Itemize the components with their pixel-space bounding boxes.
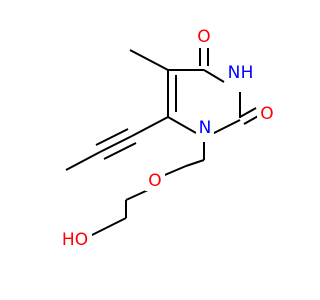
label-bg-nh [226,62,256,84]
bond-ch2-ch2-b [105,217,127,229]
oxygen-label-ether: O [148,171,161,191]
nitrogen-label-ring: N [199,118,212,138]
bond-c2-o-a [239,107,257,118]
atom-labels: O N H O N O HO [58,27,277,251]
bond-c2-n1 [211,119,241,135]
hydrogen-label-nh: H [241,63,254,83]
bond-n1-c6 [167,116,197,134]
bond-ch2-oh [89,227,107,237]
molecule-structure: O N H O N O HO [58,27,277,251]
bond-c5-methyl [129,49,169,71]
bond-o-ch2 [125,189,149,201]
label-bg-o-top [194,28,214,48]
hydroxyl-label: HO [62,230,88,250]
label-bg-ho [58,229,92,251]
bond-c4-n3 [203,69,225,83]
bond-alkyne-methyl [65,151,101,171]
label-bg-o-ether [145,171,165,191]
label-bg-o-right [257,105,277,125]
label-bg-n-ring [196,118,214,140]
oxygen-label-top: O [197,27,210,47]
nitrogen-label-nh: N [228,63,241,83]
bond-alkyne-c [103,142,137,160]
bond-c6-alkyne [131,116,169,137]
bond-n1-ch2-b [185,159,205,167]
oxygen-label-right: O [260,104,273,124]
bond-alkyne-a [99,135,133,153]
bond-network [65,46,261,237]
bond-alkyne-b [95,128,129,146]
